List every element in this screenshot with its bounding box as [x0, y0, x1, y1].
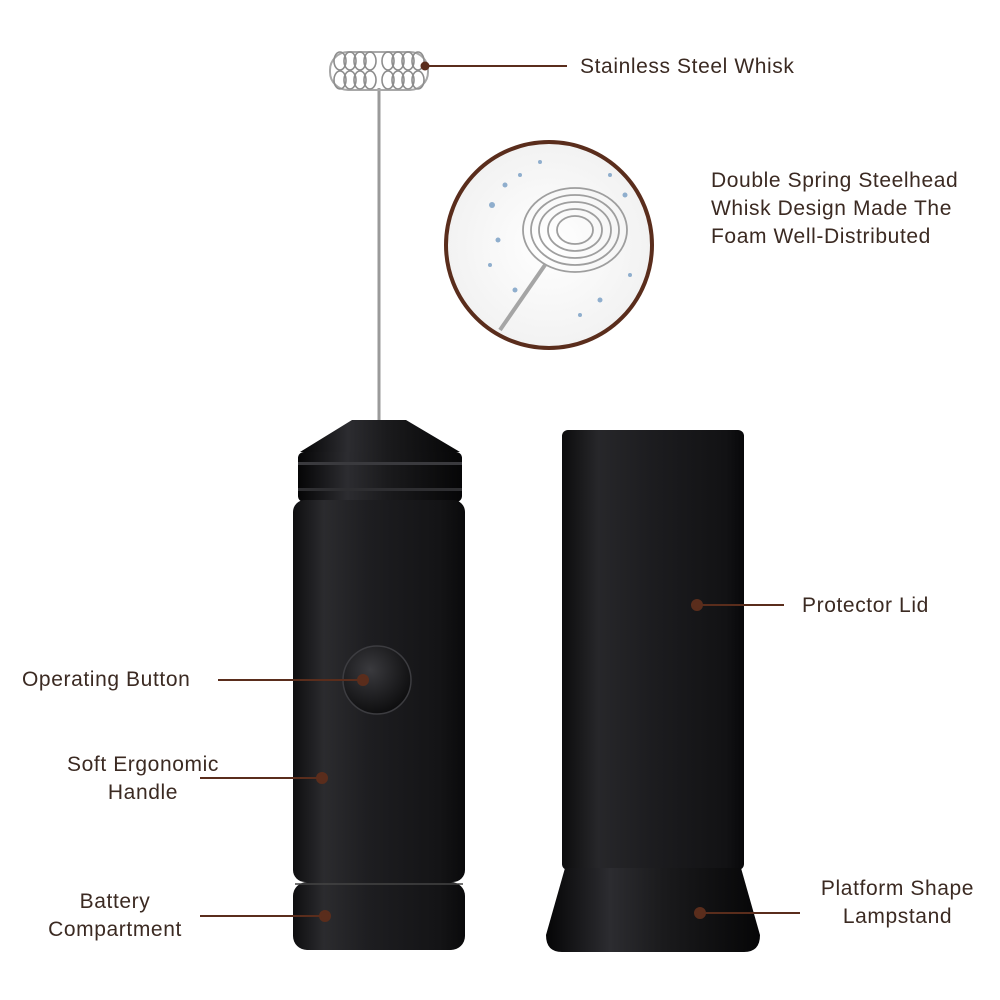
- label-lampstand-line-1: Platform Shape: [820, 877, 975, 900]
- label-protector-lid: Protector Lid: [802, 594, 929, 617]
- protector-lid-part: [546, 430, 760, 952]
- leaders: [200, 61, 800, 922]
- label-double-spring: Double Spring Steelhead Whisk Design Mad…: [711, 167, 958, 251]
- frother: [293, 51, 465, 950]
- frother-collar: [298, 452, 462, 502]
- label-lampstand-line-2: Lampstand: [842, 905, 953, 928]
- lampstand-base: [546, 868, 760, 952]
- label-battery-line-1: Battery: [79, 890, 151, 913]
- label-soft-handle: Soft Ergonomic Handle: [48, 751, 238, 807]
- label-soft-handle-line-2: Handle: [107, 781, 179, 804]
- battery-compartment-part: [293, 882, 465, 950]
- whisk-closeup-icon: [444, 140, 654, 350]
- label-double-spring-line-1: Double Spring Steelhead: [711, 169, 959, 192]
- frother-cone: [300, 420, 460, 452]
- label-double-spring-line-2: Whisk Design Made The: [711, 197, 952, 220]
- label-battery-compartment: Battery Compartment: [30, 888, 200, 944]
- whisk-head-icon: [329, 51, 429, 91]
- label-soft-handle-line-1: Soft Ergonomic: [67, 753, 219, 776]
- label-battery-line-2: Compartment: [48, 918, 182, 941]
- label-platform-lampstand: Platform Shape Lampstand: [805, 875, 990, 931]
- label-stainless-steel-whisk: Stainless Steel Whisk: [580, 55, 795, 78]
- label-double-spring-line-3: Foam Well-Distributed: [711, 225, 931, 248]
- label-operating-button: Operating Button: [22, 668, 191, 691]
